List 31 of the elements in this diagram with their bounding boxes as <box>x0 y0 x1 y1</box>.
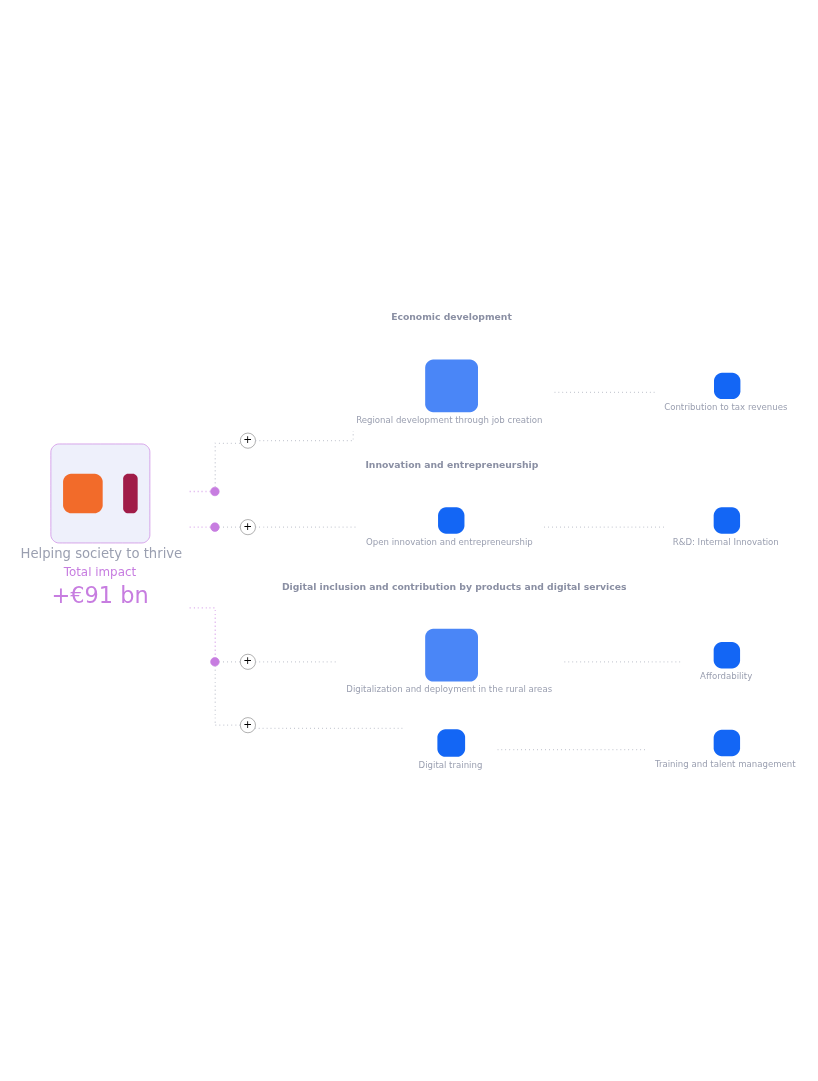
node-box <box>437 728 466 757</box>
node-label: Total impact <box>63 564 137 579</box>
node-label: Contribution to tax revenues <box>664 401 788 412</box>
node-box <box>438 506 465 534</box>
node-circle: + <box>240 653 256 670</box>
node-box <box>714 372 741 399</box>
node-circle <box>210 522 220 532</box>
node-label: Digital training <box>418 759 483 770</box>
node-circle: + <box>240 432 256 449</box>
node-label: Digitalization and deployment in the rural areas <box>346 683 553 694</box>
label: Innovation and entrepreneurship <box>365 458 539 470</box>
node-label: Helping society to thrive <box>20 545 183 560</box>
node-box <box>425 628 478 682</box>
node-box <box>713 729 741 756</box>
connector <box>218 660 241 662</box>
node-label: +€91 bn <box>51 581 149 608</box>
label: Digital inclusion and contribution by products and digital services <box>281 580 627 592</box>
node-circle <box>210 656 220 666</box>
node-box <box>425 358 478 412</box>
label: Economic development <box>391 310 512 322</box>
node-circle: + <box>240 518 256 535</box>
node-box <box>713 506 741 534</box>
node-label: Open innovation and entrepreneurship <box>366 536 533 547</box>
node-circle: + <box>240 716 256 733</box>
node-label: Training and talent management <box>654 758 796 769</box>
connector <box>214 665 241 726</box>
node-circle <box>210 486 220 496</box>
node-label: Affordability <box>700 670 753 681</box>
node-label: R&D: Internal Innovation <box>672 536 779 547</box>
node-label: Regional development through job creation <box>356 414 543 425</box>
node-box <box>713 641 741 668</box>
